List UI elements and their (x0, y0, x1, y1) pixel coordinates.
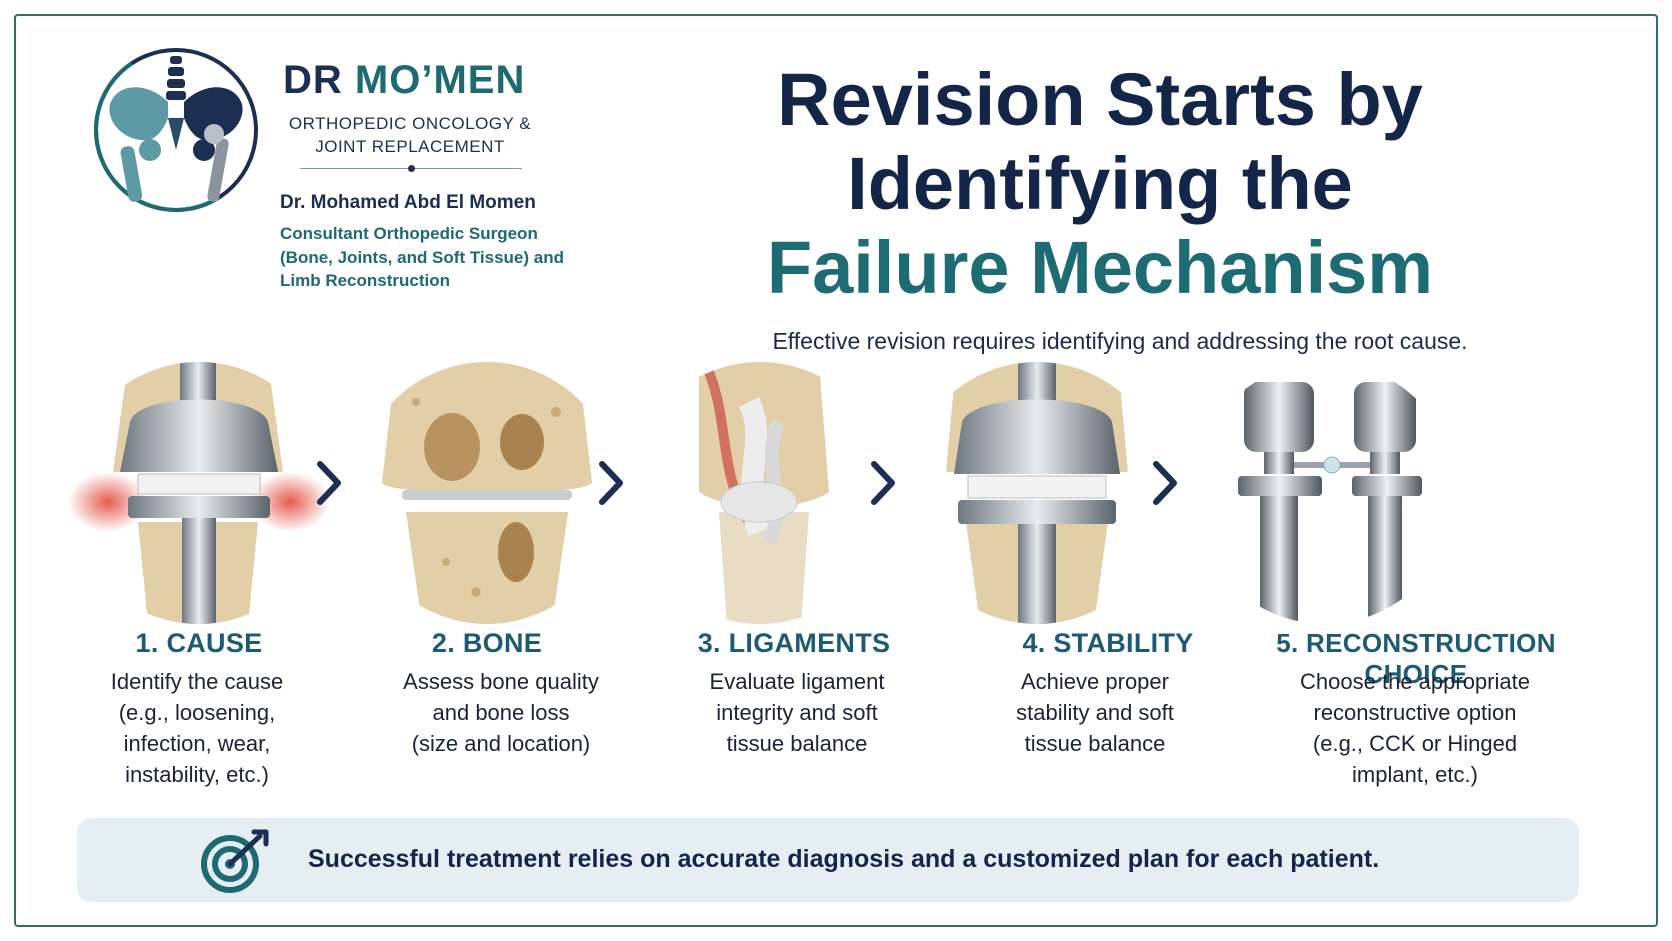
footer-message: Successful treatment relies on accurate … (308, 845, 1380, 873)
doctor-role: Consultant Orthopedic Surgeon (Bone, Joi… (280, 224, 564, 290)
step-title-reconstruction-choice: 5. RECONSTRUCTION CHOICE (1276, 628, 1556, 689)
step-title-bone: 2. BONE (431, 628, 543, 658)
knee-ligament-icon (629, 362, 891, 624)
page-frame (14, 14, 1658, 927)
pelvis-hip-logo-icon (94, 48, 258, 212)
page-subtitle: Effective revision requires identifying … (772, 328, 1468, 354)
step-title-ligaments: 3. LIGAMENTS (697, 628, 891, 658)
chevron-right-icon (599, 461, 623, 505)
bone-loss-knee-icon (356, 362, 618, 624)
stable-knee-implant-icon (906, 362, 1168, 624)
chevron-right-icon (1153, 461, 1177, 505)
doctor-name: Dr. Mohamed Abd El Momen (280, 192, 536, 213)
target-icon (201, 829, 269, 893)
brand-divider-dot (408, 165, 415, 172)
hinged-implant-icon (1194, 362, 1456, 624)
inflamed-knee-implant-icon (68, 362, 330, 624)
footer-banner (77, 818, 1579, 902)
step-description-cause: Identify the cause(e.g., loosening,infec… (110, 669, 284, 787)
chevron-right-icon (317, 461, 341, 505)
step-title-cause: 1. CAUSE (135, 628, 263, 658)
chevron-right-icon (871, 461, 895, 505)
brand-name: DR MO’MEN (283, 58, 526, 102)
page-title: Revision Starts by Identifying the Failu… (766, 58, 1434, 309)
brand-subtitle: ORTHOPEDIC ONCOLOGY & JOINT REPLACEMENT (288, 114, 532, 156)
step-title-stability: 4. STABILITY (1022, 628, 1194, 658)
